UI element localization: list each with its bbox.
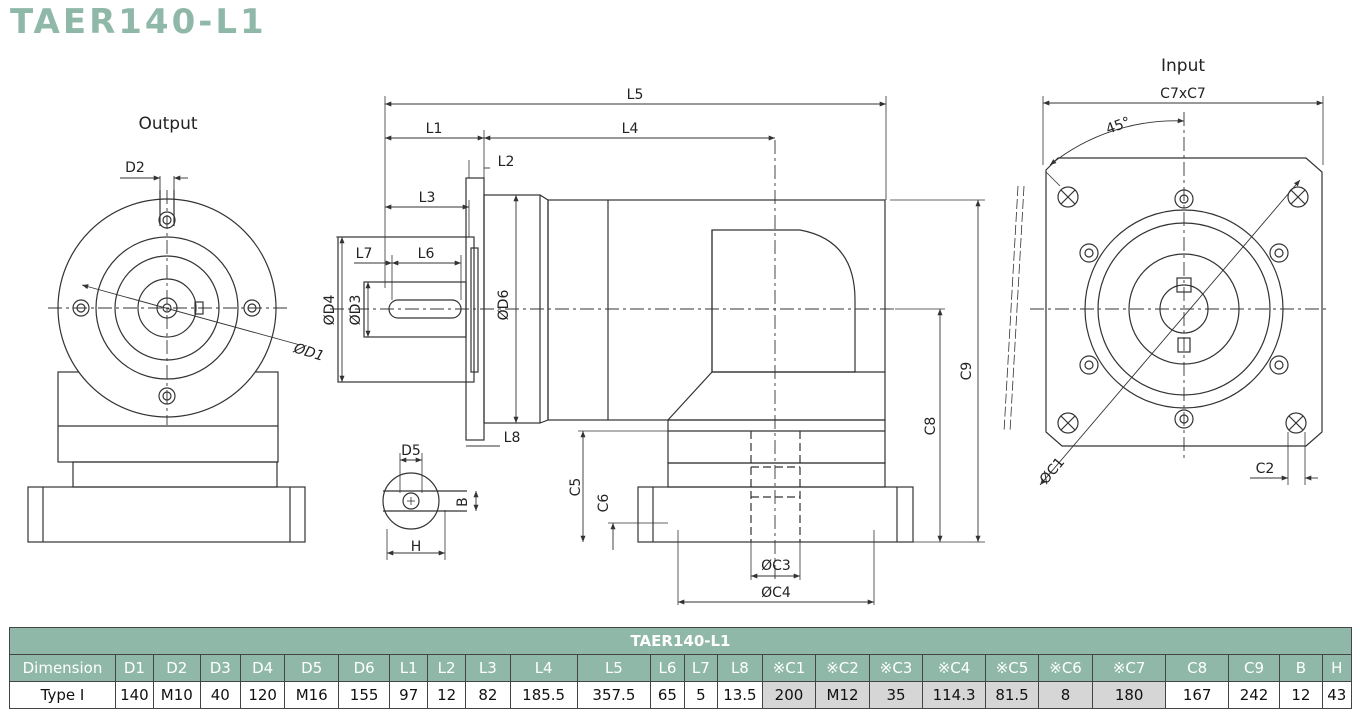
table-header-cell: ※C7 [1091,654,1167,682]
dim-H-label: H [411,539,422,555]
table-cell: 12 [1279,681,1323,709]
table-header-cell: ※C6 [1038,654,1093,682]
input-view-label: Input [1161,56,1205,76]
shaft-detail [382,453,479,560]
input-view [1003,96,1330,486]
table-cell: 5 [683,681,719,709]
table-cell: M12 [815,681,870,709]
dim-D3-label: ØD3 [348,295,364,326]
table-header-cell: D2 [152,654,201,682]
table-header-cell: L2 [427,654,467,682]
output-view-label: Output [138,114,197,134]
dim-D1-label: ØD1 [291,340,326,365]
table-header-cell: L7 [683,654,719,682]
dim-D5-label: D5 [401,443,421,459]
side-view [330,96,985,605]
dim-C2-label: C2 [1256,461,1275,477]
table-header-cell: L3 [465,654,511,682]
table-cell: 81.5 [984,681,1040,709]
table-header-cell: D1 [114,654,154,682]
dim-C8-label: C8 [923,417,939,436]
table-cell: M16 [284,681,339,709]
dim-C5-label: C5 [568,478,584,497]
table-header-cell: D5 [284,654,339,682]
table-header-cell: ※C1 [761,654,817,682]
table-header-cell: L6 [650,654,685,682]
table-cell: 242 [1227,681,1281,709]
table-cell: M10 [152,681,201,709]
dim-C7-label: C7xC7 [1160,86,1206,102]
table-cell: 185.5 [509,681,578,709]
table-cell: Type I [9,681,116,709]
table-cell: 40 [199,681,241,709]
table-cell: 200 [761,681,817,709]
table-cell: 167 [1165,681,1229,709]
table-cell: 155 [337,681,391,709]
table-header-cell: L1 [389,654,429,682]
dim-C3-label: ØC3 [761,558,791,574]
table-cell: 120 [239,681,286,709]
table-header-cell: H [1321,654,1353,682]
table-header-cell: D4 [239,654,286,682]
table-header-cell: ※C5 [984,654,1040,682]
table-header-cell: ※C2 [815,654,870,682]
table-cell: 114.3 [922,681,986,709]
table-cell: 140 [114,681,154,709]
dim-C9-label: C9 [959,362,975,381]
table-header-cell: C8 [1165,654,1229,682]
page-title: TAER140-L1 [10,2,267,42]
dim-L7-label: L7 [356,246,373,262]
dim-C4-label: ØC4 [761,585,791,601]
dim-B-label: B [455,497,471,507]
dim-L6-label: L6 [418,246,435,262]
table-header-cell: Dimension [9,654,116,682]
table-header-cell: C9 [1227,654,1281,682]
table-header-cell: ※C4 [922,654,986,682]
table-header-cell: B [1279,654,1323,682]
dim-L5-label: L5 [627,87,644,103]
dim-L4-label: L4 [622,121,639,137]
table-cell: 8 [1038,681,1093,709]
table-header-cell: D3 [199,654,241,682]
dim-D4-label: ØD4 [322,295,338,326]
table-cell: 82 [465,681,511,709]
table-cell: 43 [1321,681,1353,709]
table-cell: 35 [868,681,924,709]
dim-angle-label: 45° [1104,114,1133,138]
table-cell: 13.5 [717,681,763,709]
table-caption-row: TAER140-L1 [9,627,1352,655]
dim-L3-label: L3 [419,190,436,206]
table-cell: 357.5 [576,681,652,709]
table-cell: 12 [427,681,467,709]
dim-D2-label: D2 [125,160,145,176]
table-header-cell: D6 [337,654,391,682]
dim-C6-label: C6 [596,494,612,513]
dim-L8-label: L8 [504,430,521,446]
table-header-cell: L4 [509,654,578,682]
table-header-cell: L8 [717,654,763,682]
dim-D6-label: ØD6 [496,290,512,321]
table-cell: 97 [389,681,429,709]
technical-drawing: Output Input D2 ØD1 L5 L1 L4 L2 L3 L7 L6… [27,56,1330,605]
table-header-cell: ※C3 [868,654,924,682]
table-caption: TAER140-L1 [9,627,1352,655]
dim-L1-label: L1 [426,121,443,137]
dim-L2-label: L2 [498,154,515,170]
table-cell: 65 [650,681,685,709]
table-header-cell: L5 [576,654,652,682]
table-cell: 180 [1091,681,1167,709]
output-view [27,175,306,543]
